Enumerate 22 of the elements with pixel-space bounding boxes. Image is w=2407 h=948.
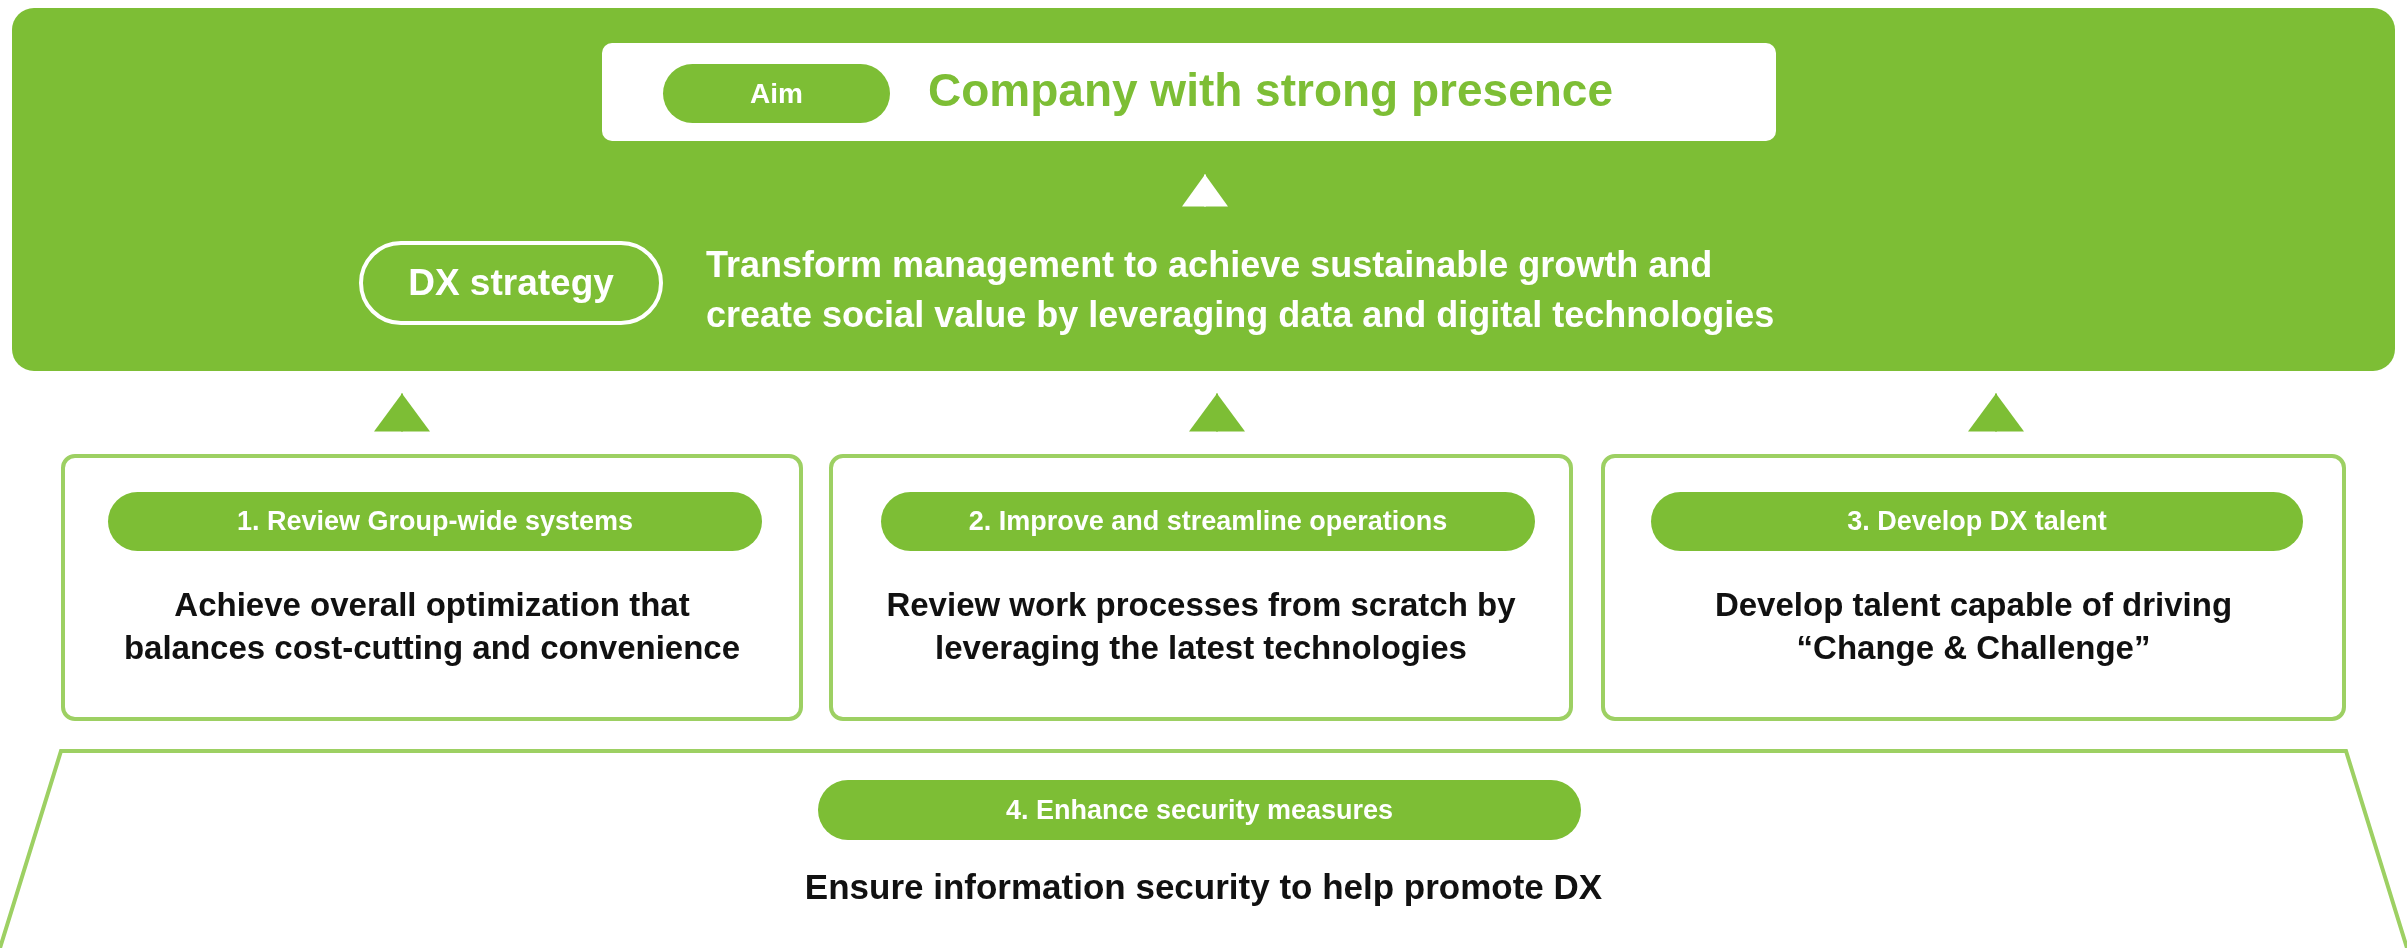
foundation-text: Ensure information security to help promote DX	[803, 867, 1604, 907]
pillar-card	[1601, 454, 2346, 721]
arrow	[1968, 392, 2024, 433]
arrow	[374, 392, 430, 433]
foundation-trapezoid	[0, 749, 2407, 948]
pillar-description: Review work processes from scratch by leveraging the latest technologies	[885, 585, 1517, 668]
heading-pill: 1. Review Group-wide systems	[108, 492, 762, 551]
aim-box	[602, 43, 1776, 141]
arrow	[1189, 392, 1245, 433]
strategy-label: DX strategy	[359, 241, 663, 325]
heading-pill: 3. Develop DX talent	[1651, 492, 2303, 551]
arrow	[1182, 173, 1228, 208]
pillar-description: Achieve overall optimization that balances cost-cutting and convenience	[122, 585, 742, 668]
heading-pill: 2. Improve and streamline operations	[881, 492, 1535, 551]
pillar-card	[829, 454, 1573, 721]
heading-pill: Aim	[663, 64, 890, 123]
strategy-text: Transform management to achieve sustainable growth and create social value by leveraging data and digital technologies	[706, 240, 2126, 336]
strategy-panel	[12, 8, 2395, 371]
aim-text: Company with strong presence	[928, 63, 1613, 117]
pillar-description: Develop talent capable of driving “Change & Challenge”	[1713, 585, 2234, 668]
heading-pill: 4. Enhance security measures	[818, 780, 1581, 840]
pillar-card	[61, 454, 803, 721]
